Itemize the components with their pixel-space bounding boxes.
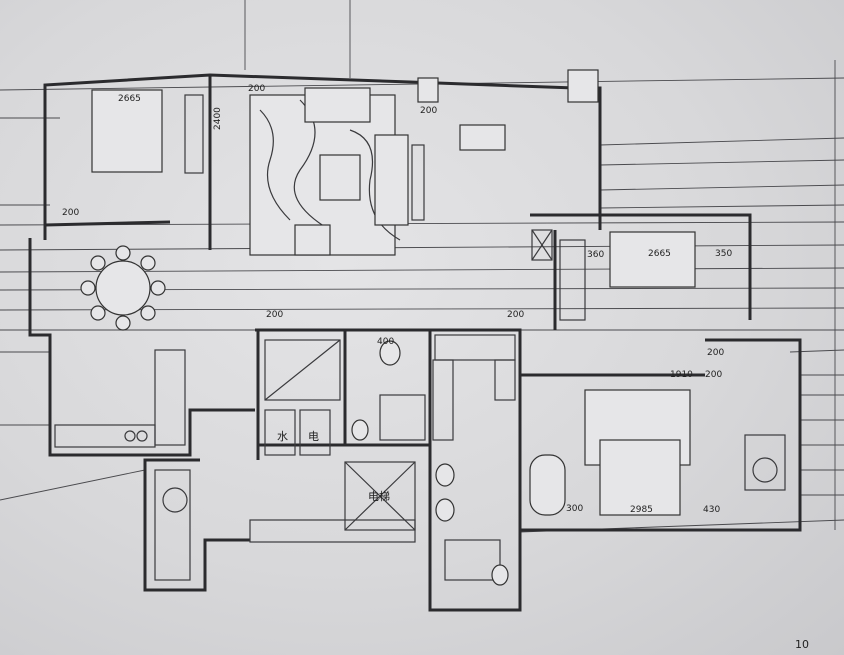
toilet	[351, 419, 369, 441]
dim-label: 360	[587, 250, 604, 260]
dim-label: 2665	[648, 249, 671, 259]
room-label-elevator: 电梯	[368, 490, 390, 503]
dimension-labels: 2665 200 2400 200 200 360 2665 350 200 2…	[62, 84, 732, 515]
lounge-chairs	[744, 434, 786, 491]
tv-cabinet	[411, 144, 425, 221]
coffee-table	[319, 154, 361, 201]
sofa-side	[374, 134, 409, 226]
walls	[28, 69, 802, 612]
dim-label: 200	[705, 370, 722, 380]
room-label-electric: 电	[308, 430, 319, 443]
master-bed	[599, 439, 681, 516]
dining-chairs	[80, 245, 166, 331]
dim-label: 200	[707, 348, 724, 358]
dim-label: 2400	[213, 107, 223, 130]
dim-label: 200	[62, 208, 79, 218]
balcony-plants	[154, 469, 191, 581]
bedroom2-bed	[609, 231, 696, 288]
room-label-water: 水	[277, 430, 288, 443]
furniture	[54, 87, 786, 586]
wardrobe	[184, 94, 204, 174]
kitchen-counter	[54, 424, 156, 448]
dim-label: 200	[266, 310, 283, 320]
armchair	[294, 224, 331, 256]
dim-label: 200	[248, 84, 265, 94]
dim-label: 350	[715, 249, 732, 259]
bedroom2-wardrobe	[559, 239, 586, 321]
page-number: 10	[795, 638, 809, 651]
dim-label: 400	[377, 337, 394, 347]
dim-label: 200	[420, 106, 437, 116]
dim-label: 1910	[670, 370, 693, 380]
dim-label: 2665	[118, 94, 141, 104]
sofa	[304, 87, 371, 123]
dim-label: 2985	[630, 505, 653, 515]
desk	[459, 124, 506, 151]
dim-label: 300	[566, 504, 583, 514]
shower-grid-2	[444, 539, 501, 581]
shower-grid	[379, 394, 426, 441]
corridor-cabinet	[434, 334, 516, 361]
bathroom-sink	[379, 340, 401, 366]
dining-table	[95, 260, 151, 316]
dim-label: 200	[507, 310, 524, 320]
bathtub	[529, 454, 566, 516]
kitchen-cabinet	[154, 349, 186, 446]
bedroom1-bed	[91, 89, 163, 173]
dim-label: 430	[703, 505, 720, 515]
